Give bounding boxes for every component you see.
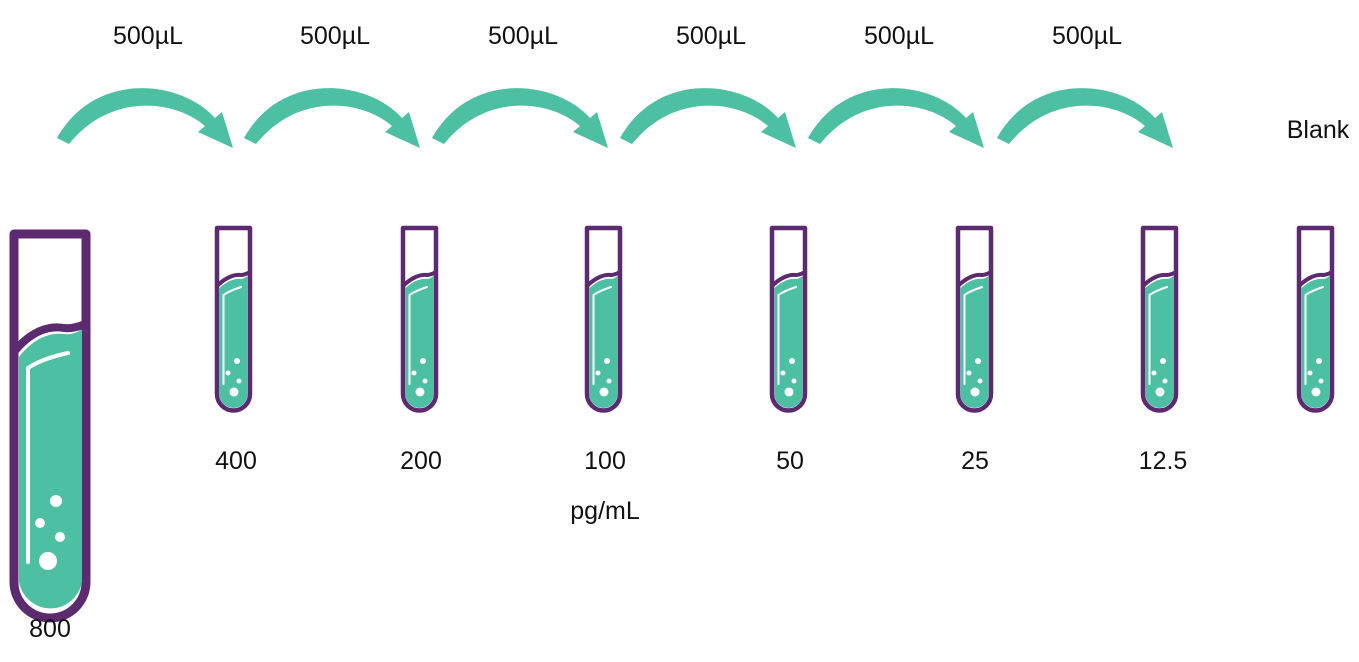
transfer-volume-label: 500µL: [1051, 22, 1123, 50]
concentration-label: 12.5: [1138, 447, 1188, 475]
dilution-test-tube-icon: [217, 228, 250, 411]
curved-arrow-icon: [808, 88, 984, 148]
curved-arrow-icon: [244, 88, 420, 148]
transfer-volume-label: 500µL: [487, 22, 559, 50]
curved-arrow-icon: [997, 88, 1173, 148]
curved-arrow-icon: [620, 88, 796, 148]
concentration-label: 50: [776, 447, 804, 475]
concentration-label: 400: [215, 447, 257, 475]
transfer-volume-label: 500µL: [675, 22, 747, 50]
dilution-test-tube-icon: [403, 228, 436, 411]
stock-concentration-label: 800: [29, 615, 71, 643]
dilution-test-tube-icon: [958, 228, 991, 411]
concentration-label: 100: [584, 447, 626, 475]
dilution-test-tube-icon: [1143, 228, 1176, 411]
dilution-test-tube-icon: [587, 228, 620, 411]
curved-arrow-icon: [432, 88, 608, 148]
blank-test-tube-icon: [1299, 228, 1332, 411]
transfer-volume-label: 500µL: [863, 22, 935, 50]
dilution-test-tube-icon: [772, 228, 805, 411]
transfer-volume-label: 500µL: [299, 22, 371, 50]
concentration-label: 25: [961, 447, 989, 475]
unit-label: pg/mL: [570, 497, 640, 525]
curved-arrow-icon: [57, 88, 233, 148]
concentration-label: 200: [400, 447, 442, 475]
blank-label: Blank: [1286, 116, 1350, 144]
transfer-volume-label: 500µL: [112, 22, 184, 50]
stock-test-tube-icon: [14, 234, 86, 618]
